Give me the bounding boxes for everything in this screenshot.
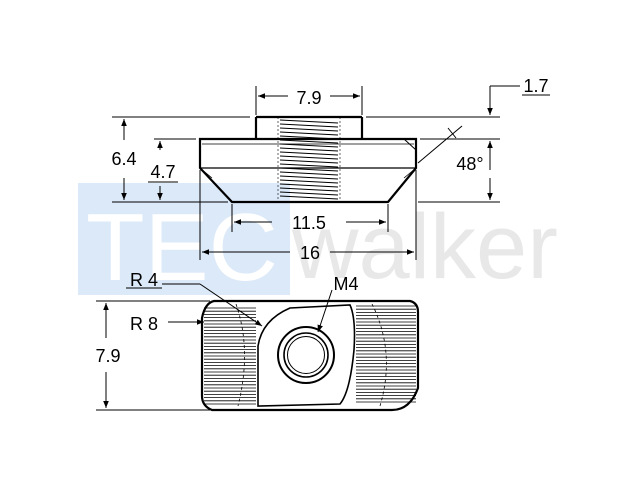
left-striations bbox=[204, 307, 256, 405]
thread-hatch-line bbox=[279, 131, 339, 136]
radius-guide-left bbox=[235, 303, 245, 407]
angle-tick bbox=[447, 127, 457, 139]
dim-label-total-height: 6.4 bbox=[111, 149, 136, 169]
dim-label-thread: M4 bbox=[333, 274, 358, 294]
corner-chamfer bbox=[403, 138, 417, 151]
nut-outline bbox=[200, 299, 420, 412]
thread-hatch-line bbox=[279, 119, 339, 124]
thread-hatch-line bbox=[279, 191, 339, 196]
thread-hatch-line bbox=[279, 127, 339, 132]
watermark-walker-text: walker bbox=[291, 196, 558, 298]
side-view-dimensions bbox=[112, 85, 520, 260]
thread-hole-inner bbox=[283, 332, 329, 378]
thread-hatch-line bbox=[279, 167, 339, 172]
thread-hole-root bbox=[287, 336, 325, 374]
thread-hatch-line bbox=[279, 187, 339, 192]
thread-hatch-line bbox=[279, 195, 339, 200]
thread-hatch-line bbox=[279, 123, 339, 128]
thread-hatch-line bbox=[279, 159, 339, 164]
dim-label-collar-height: 1.7 bbox=[523, 76, 548, 96]
thread-hatch-line bbox=[279, 155, 339, 160]
dim-label-bottom-width: 11.5 bbox=[292, 213, 326, 233]
side-view bbox=[198, 115, 418, 204]
leader-r4 bbox=[199, 283, 263, 327]
thread-hatch-line bbox=[279, 143, 339, 148]
radius-guide-right bbox=[371, 303, 387, 407]
thread-hatch-line bbox=[279, 175, 339, 180]
dim-label-top-width: 7.9 bbox=[296, 88, 321, 108]
thread-hatch-line bbox=[279, 151, 339, 156]
thread-hatch-line bbox=[279, 171, 339, 176]
watermark-tec-text: TEC bbox=[86, 194, 278, 301]
dim-label-angle: 48° bbox=[456, 154, 483, 174]
top-view-dimensions bbox=[96, 283, 333, 411]
collar-outline bbox=[254, 115, 364, 139]
angle-leader bbox=[417, 125, 463, 164]
dim-label-radius-large: R 8 bbox=[130, 314, 158, 334]
leader-m4 bbox=[317, 289, 333, 333]
dim-label-top-view-height: 7.9 bbox=[95, 346, 120, 366]
dim-label-body-height: 4.7 bbox=[150, 162, 175, 182]
thread-hatch-line bbox=[279, 163, 339, 168]
thread-hatch bbox=[279, 119, 339, 200]
thread-hatch-line bbox=[279, 183, 339, 188]
thread-hatch-line bbox=[279, 139, 339, 144]
right-striations bbox=[356, 305, 416, 403]
thread-hatch-line bbox=[279, 135, 339, 140]
thread-hatch-line bbox=[279, 179, 339, 184]
thread-hatch-line bbox=[279, 147, 339, 152]
thread-hole-outer bbox=[277, 326, 335, 384]
chamfer-ticks bbox=[199, 167, 417, 179]
dim-label-overall-width: 16 bbox=[300, 243, 320, 263]
dim-label-radius-small: R 4 bbox=[130, 270, 158, 290]
top-view bbox=[200, 299, 420, 412]
